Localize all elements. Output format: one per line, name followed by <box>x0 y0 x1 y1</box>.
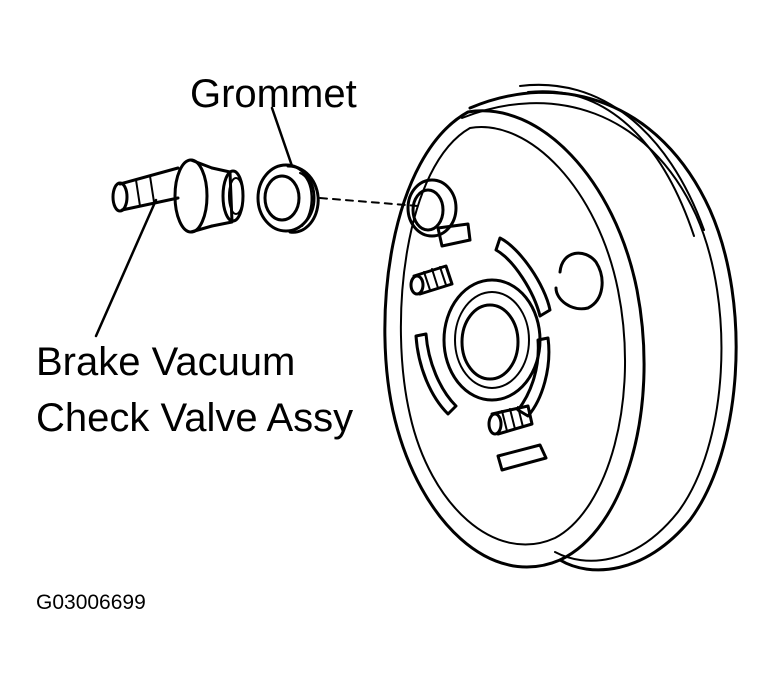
mounting-stud-lower <box>487 404 534 436</box>
mounting-stud-upper <box>409 264 454 296</box>
booster-rear-nub <box>554 251 604 311</box>
booster-front-face <box>383 109 646 569</box>
grommet <box>256 163 320 234</box>
check-valve-assy <box>111 158 245 234</box>
check-valve-port-outer <box>406 178 458 238</box>
booster-center-hub-bore <box>460 303 520 381</box>
check-valve-port-inner <box>411 188 445 232</box>
grommet-leader-line <box>270 106 294 168</box>
check-valve-label-line2: Check Valve Assy <box>36 396 354 440</box>
figure-code: G03006699 <box>36 591 146 614</box>
grommet-label: Grommet <box>190 72 357 116</box>
brake-booster <box>383 83 738 572</box>
check-valve-leader-line <box>94 198 158 338</box>
check-valve-label-line1: Brake Vacuum <box>36 340 296 384</box>
booster-center-hub-outer <box>442 278 542 402</box>
alignment-dashed-line <box>319 197 419 207</box>
